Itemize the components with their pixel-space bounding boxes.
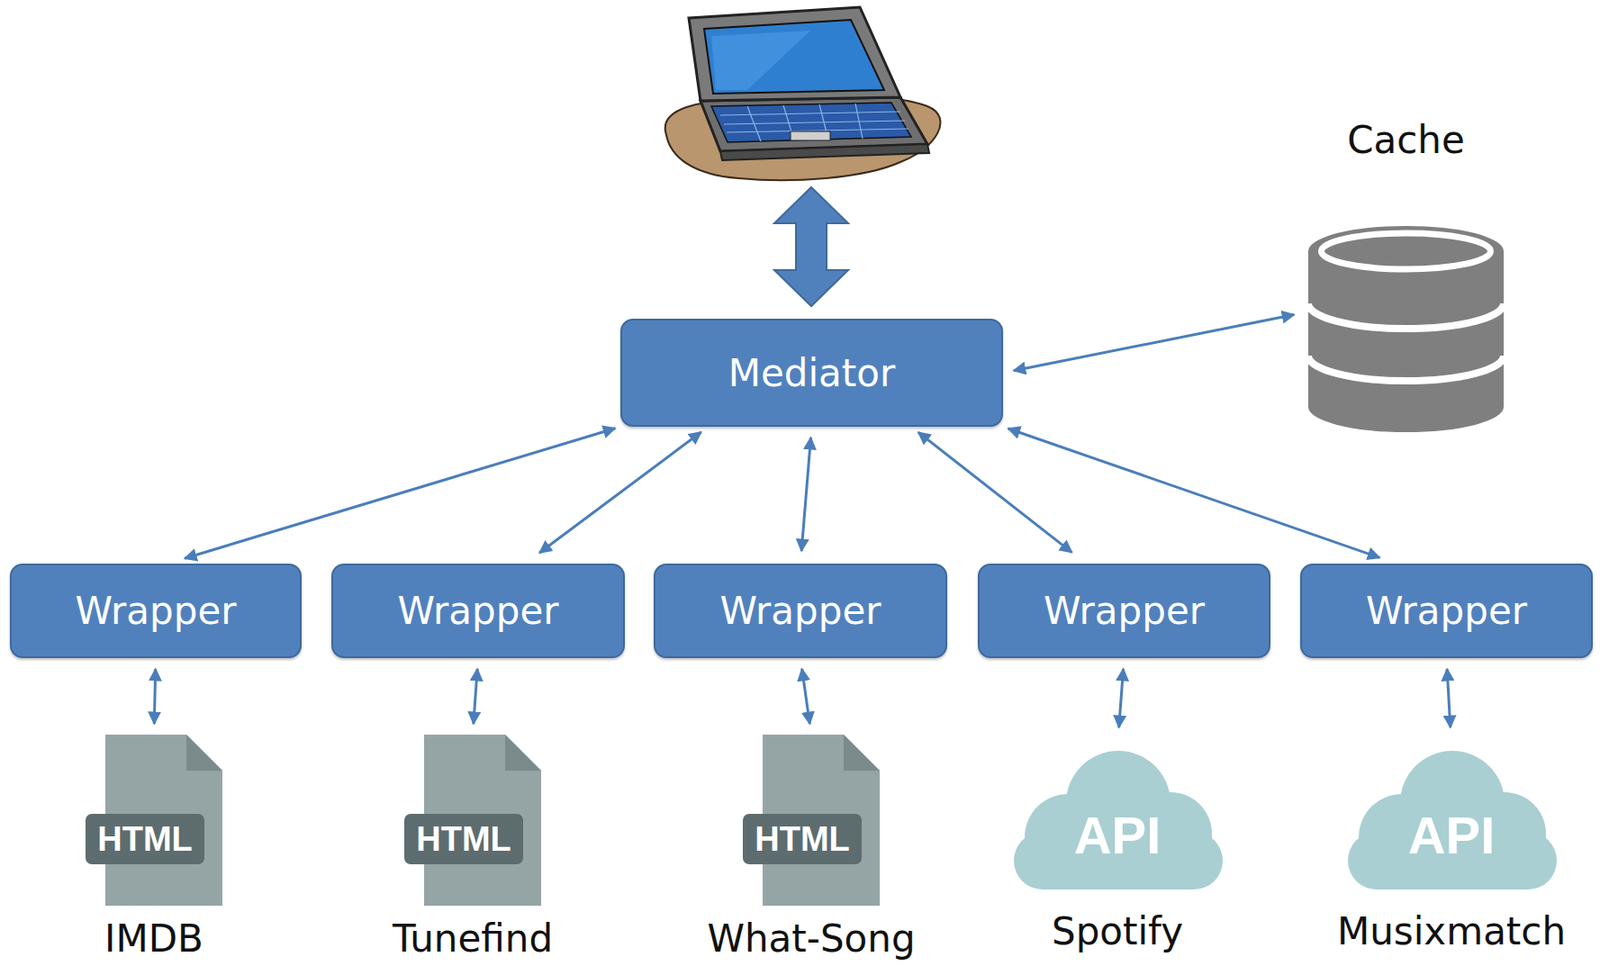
connector-arrow <box>918 432 1073 553</box>
connector-arrow <box>473 668 478 724</box>
connector-arrow <box>184 428 615 559</box>
box-label: Wrapper <box>719 588 881 633</box>
file-type-badge: HTML <box>85 813 205 865</box>
laptop-illustration <box>665 7 941 181</box>
connector-arrow <box>801 437 811 552</box>
cache-label: Cache <box>1346 117 1465 163</box>
source-name: What-Song <box>706 916 915 961</box>
connector-arrow <box>802 668 811 724</box>
process-box: Wrapper <box>977 563 1271 659</box>
connector-arrow <box>539 432 702 553</box>
connector-arrow <box>1446 668 1451 728</box>
box-label: Wrapper <box>397 588 559 633</box>
data-source: APIMusixmatch <box>1346 747 1557 892</box>
source-name: Tunefind <box>392 916 553 961</box>
api-badge: API <box>1346 799 1557 872</box>
process-box: Wrapper <box>1300 563 1593 659</box>
file-type-badge: HTML <box>742 813 862 865</box>
source-name: Spotify <box>1051 909 1184 954</box>
data-source: HTMLTunefind <box>404 734 542 906</box>
process-box: Mediator <box>620 318 1004 427</box>
process-box: Wrapper <box>331 563 625 659</box>
process-box: Wrapper <box>653 563 948 659</box>
connector-arrow <box>1119 668 1124 728</box>
connector-arrow <box>153 668 155 724</box>
data-source: HTMLWhat-Song <box>742 734 880 906</box>
box-label: Wrapper <box>74 588 236 633</box>
connector-arrow <box>1008 428 1381 558</box>
source-name: Musixmatch <box>1337 909 1566 954</box>
file-type-badge: HTML <box>404 813 524 865</box>
box-label: Mediator <box>728 351 896 396</box>
database-cylinder-icon <box>1306 224 1506 434</box>
connector-arrow <box>1013 315 1295 371</box>
data-source: HTMLIMDB <box>85 734 223 906</box>
api-badge: API <box>1012 799 1223 872</box>
box-label: Wrapper <box>1043 588 1205 633</box>
double-arrow <box>774 187 849 307</box>
cache-node: Cache <box>1306 224 1506 434</box>
source-name: IMDB <box>104 916 204 961</box>
box-label: Wrapper <box>1365 588 1528 633</box>
data-source: APISpotify <box>1012 747 1223 892</box>
process-box: Wrapper <box>9 563 302 659</box>
